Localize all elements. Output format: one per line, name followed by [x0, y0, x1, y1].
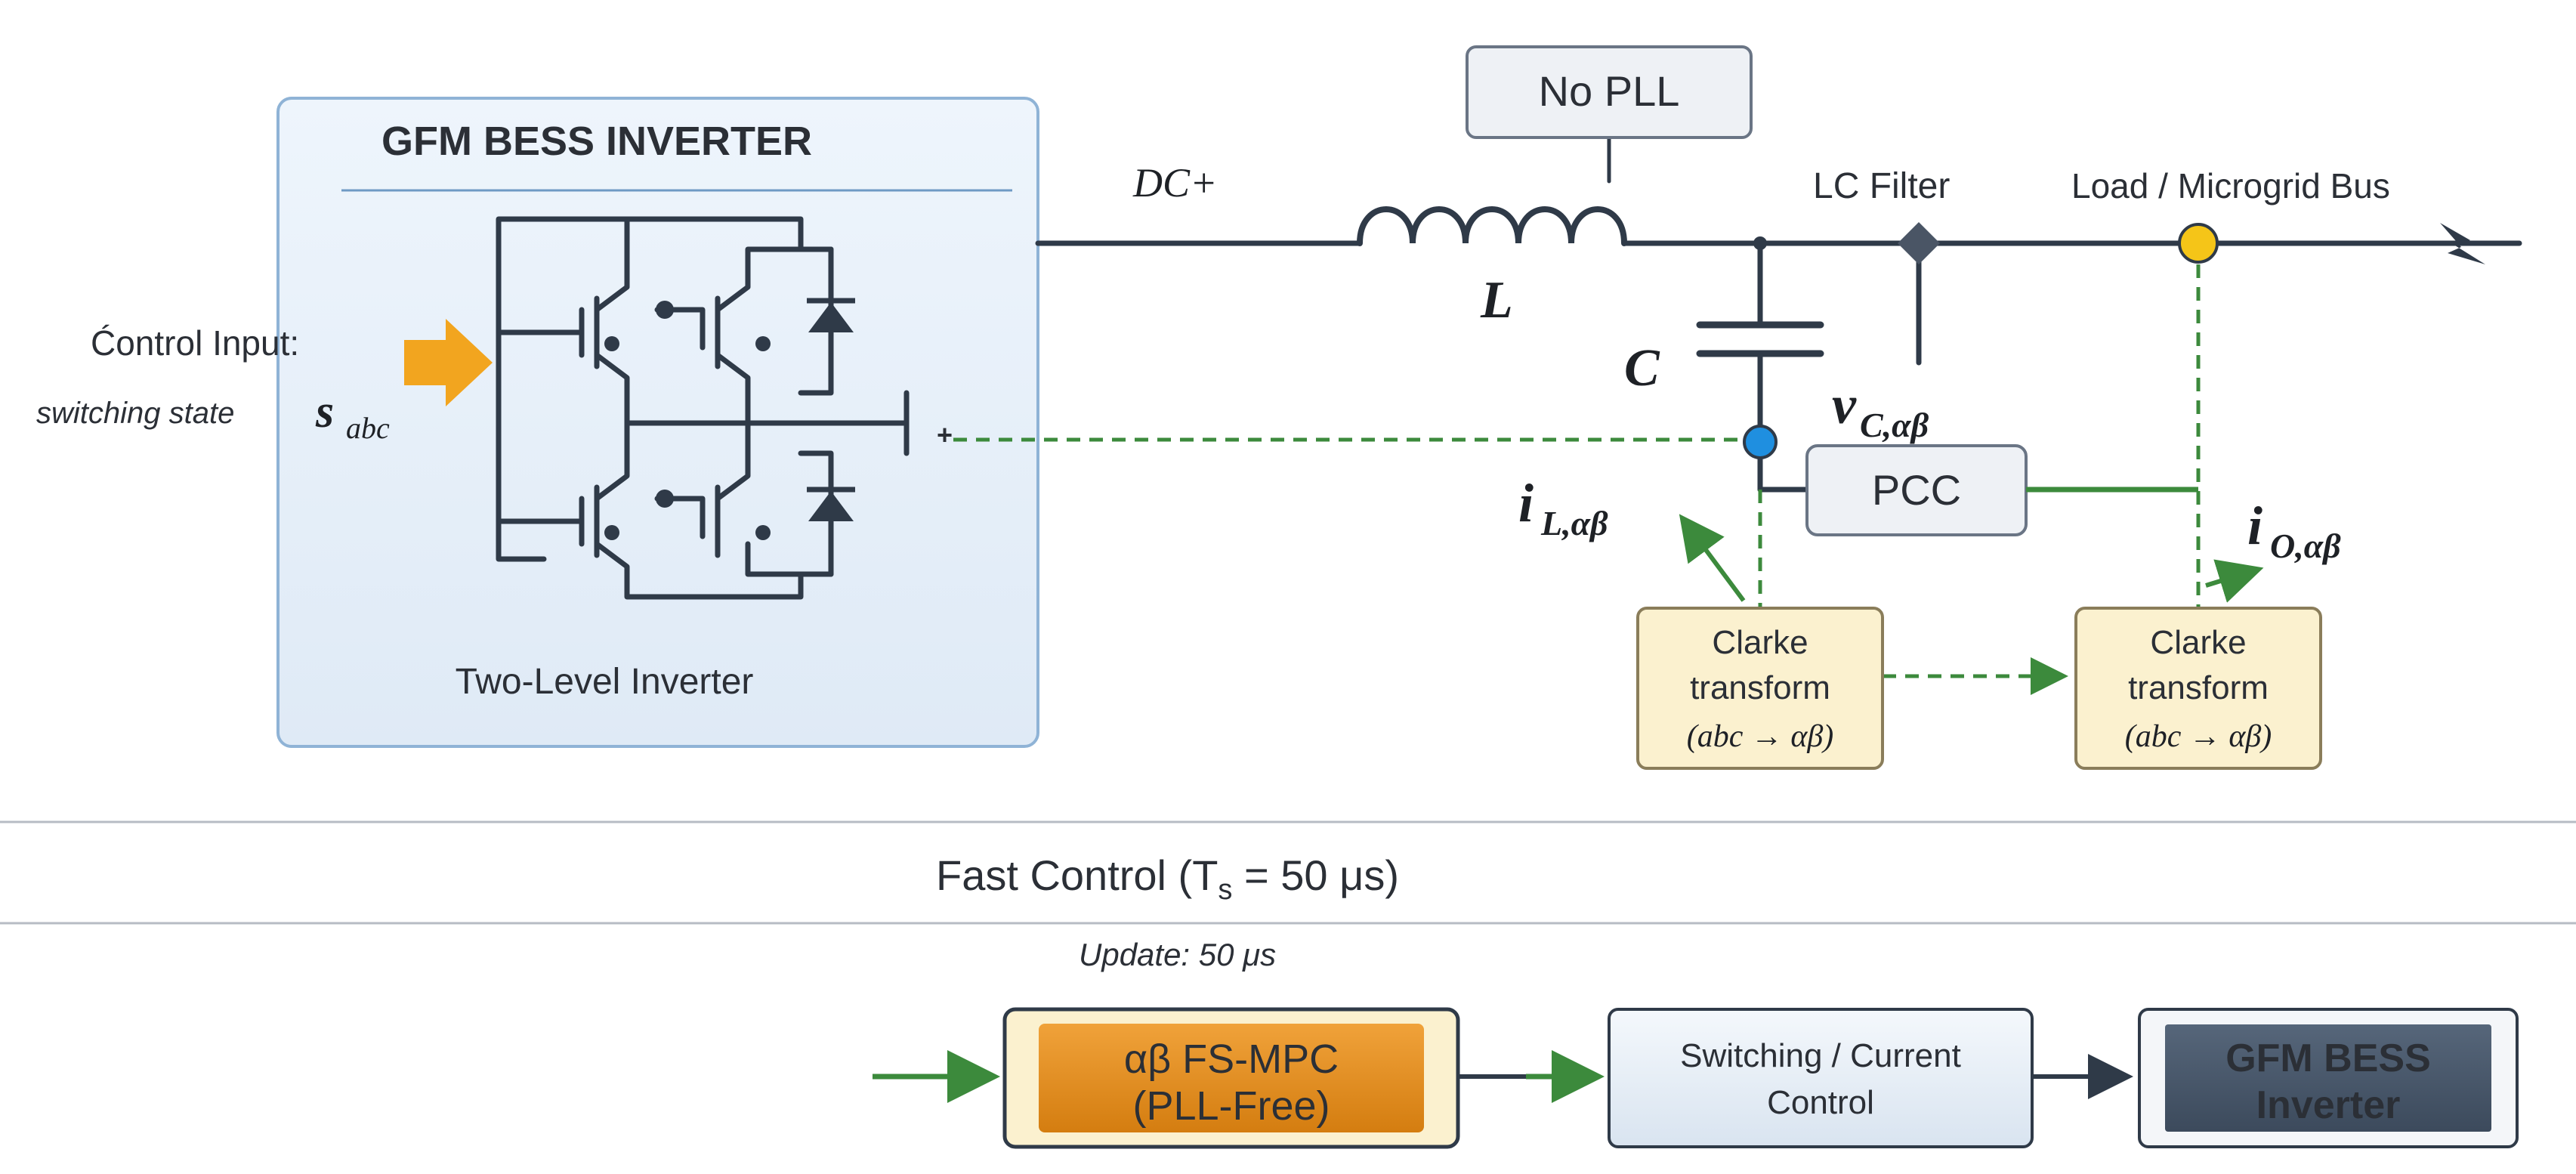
- il-label-main: i: [1518, 473, 1534, 533]
- vc-label-main: v: [1832, 375, 1857, 435]
- lc-filter-node-icon: [1898, 222, 1940, 264]
- lower-mid-emitter-node: [755, 525, 771, 540]
- clarke-right-line3: (abc → αβ): [2125, 719, 2272, 754]
- inverter-diodes: [604, 298, 855, 540]
- load-bus-label: Load / Microgrid Bus: [2071, 166, 2390, 205]
- clarke-left-line1: Clarke: [1712, 624, 1808, 661]
- clarke-left-line2: transform: [1690, 669, 1830, 706]
- switching-line2: Control: [1767, 1084, 1874, 1121]
- no-pll-label: No PLL: [1539, 67, 1680, 115]
- gfm-line1: GFM BESS: [2225, 1037, 2431, 1080]
- upper-diode-icon: [808, 302, 854, 332]
- fsmpc-inner-box: [1039, 1024, 1424, 1132]
- upper-gate-node: [656, 301, 674, 319]
- fast-control-sub: s: [1218, 874, 1232, 906]
- no-pll-box: [1466, 45, 1753, 139]
- control-input-arrow-icon: [404, 319, 493, 406]
- gfm-inverter-block: GFM BESS Inverter: [2138, 1008, 2519, 1148]
- lower-gate-node: [656, 490, 674, 508]
- fast-control-suffix: = 50 μs): [1232, 851, 1399, 899]
- inductor-coil-icon: [1357, 206, 1627, 246]
- igbt-lower-mid-emitter: [745, 541, 834, 577]
- dc-plus-label: DC+: [1132, 160, 1217, 205]
- igbt-upper-mid-emitter: [715, 352, 751, 426]
- io-output-arrow: [2205, 559, 2264, 603]
- load-bus-node-icon: [2178, 223, 2219, 264]
- upper-left-emitter-node: [604, 336, 619, 351]
- clarke-right-line2: transform: [2128, 669, 2269, 706]
- gfm-inner-box: [2165, 1024, 2491, 1132]
- inductor-label: L: [1480, 271, 1513, 329]
- il-label-sub: L,αβ: [1540, 504, 1608, 542]
- igbt-upper-left-collector: [594, 216, 630, 313]
- clarke-block-right: Clarke transform (abc → αβ): [2074, 607, 2322, 770]
- pcc-label: PCC: [1872, 466, 1961, 514]
- gfm-line2: Inverter: [2256, 1083, 2401, 1127]
- update-rate-label: Update: 50 μs: [1079, 937, 1276, 972]
- fast-control-prefix: Fast Control (T: [936, 851, 1218, 899]
- upper-mid-emitter-node: [755, 336, 771, 351]
- lower-left-emitter-node: [604, 525, 619, 540]
- switching-line1: Switching / Current: [1680, 1037, 1961, 1074]
- fsmpc-line2: (PLL-Free): [1132, 1083, 1330, 1129]
- il-output-arrow: [1679, 514, 1746, 602]
- inverter-left-rail: [496, 216, 547, 562]
- control-input-desc: switching state: [36, 397, 234, 430]
- clarke-right-box: [2074, 607, 2322, 770]
- clarke-left-line3: (abc → αβ): [1687, 719, 1834, 754]
- vc-label-sub: C,αβ: [1860, 406, 1929, 444]
- igbt-lower-left-collector: [594, 420, 630, 502]
- switching-state-subscript: abc: [346, 411, 390, 445]
- inverter-panel-title: GFM BESS INVERTER: [381, 119, 812, 164]
- igbt-upper-left-emitter: [594, 352, 630, 426]
- clarke-left-box: [1636, 607, 1884, 770]
- two-level-inverter-schematic: [496, 216, 910, 600]
- clarke-right-line1: Clarke: [2150, 624, 2246, 661]
- control-input: Ćontrol Input: switching state s abc: [36, 319, 493, 445]
- io-label-main: i: [2247, 496, 2262, 556]
- switching-control-block: Switching / Current Control: [1608, 1008, 2034, 1148]
- sense-lines: [953, 264, 2201, 695]
- il-sense-node-icon: [1743, 425, 1778, 459]
- capacitor-label: C: [1624, 339, 1660, 397]
- fsmpc-line1: αβ FS-MPC: [1124, 1037, 1339, 1082]
- switching-control-box: [1608, 1008, 2034, 1148]
- terminal-plus-sign: +: [937, 419, 953, 450]
- clarke-block-left: Clarke transform (abc → αβ): [1636, 607, 1884, 770]
- control-input-label: Ćontrol Input:: [91, 323, 299, 363]
- lc-filter-label: LC Filter: [1813, 166, 1950, 206]
- lower-diode-icon: [808, 491, 854, 521]
- fast-control-heading: Fast Control (Ts = 50 μs): [936, 851, 1399, 906]
- switching-state-symbol: s: [315, 386, 334, 437]
- igbt-upper-mid-collector: [715, 246, 834, 313]
- upper-diode-branch: [798, 246, 834, 396]
- lower-diode-branch: [798, 450, 834, 577]
- inverter-panel-caption: Two-Level Inverter: [456, 662, 754, 702]
- lightning-load-icon: [2440, 223, 2485, 264]
- igbt-lower-mid-collector: [715, 420, 751, 502]
- capacitor-junction-node: [1753, 236, 1767, 250]
- io-label-sub: O,αβ: [2270, 527, 2341, 565]
- fsmpc-block: αβ FS-MPC (PLL-Free): [1002, 1007, 1460, 1149]
- igbt-lower-left-emitter: [594, 541, 804, 600]
